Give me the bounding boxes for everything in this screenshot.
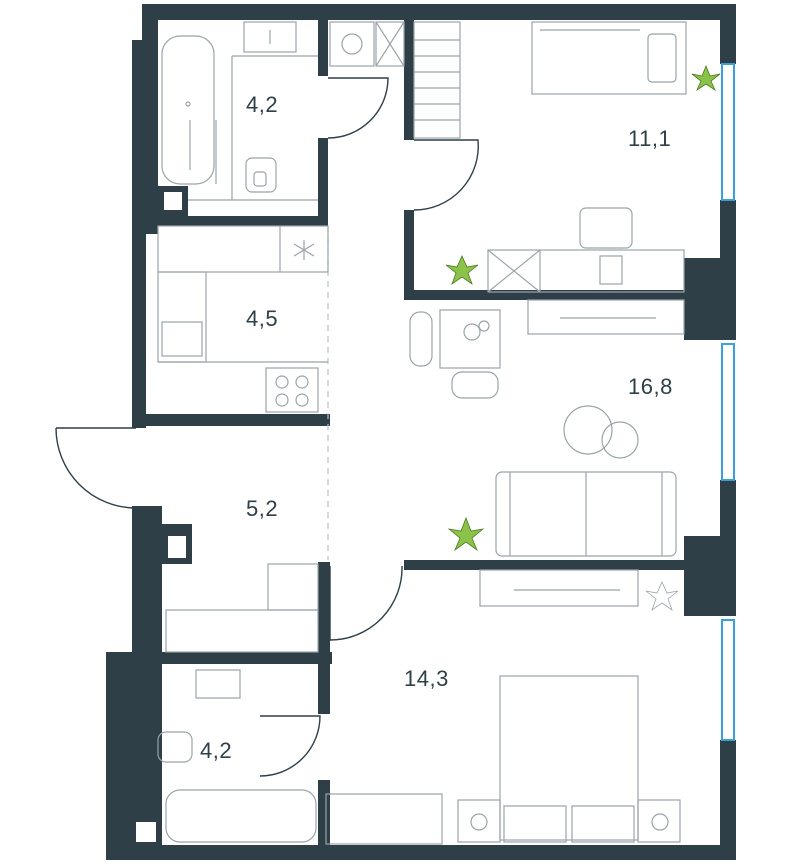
- plants: [445, 64, 721, 612]
- chair: [579, 207, 633, 249]
- window-bedroom-top: [721, 63, 735, 201]
- washing-machine: [329, 21, 375, 67]
- bathtub-bottom: [165, 789, 317, 843]
- dining-chair: [409, 311, 433, 367]
- area-labels: 4,2 4,5 11,1 16,8 5,2 14,3 4,2: [200, 92, 673, 763]
- tv-console: [527, 299, 685, 335]
- plant-icon: [445, 255, 479, 286]
- window-living: [721, 343, 735, 481]
- desk: [487, 249, 685, 293]
- toilet-bottom: [157, 731, 193, 763]
- room-area-bath-top: 4,2: [246, 92, 278, 117]
- interior-walls: [130, 20, 720, 850]
- bathtub: [161, 35, 215, 185]
- plant-icon: [447, 516, 485, 552]
- room-area-bedroom-bottom: 14,3: [404, 666, 449, 691]
- room-area-hall: 5,2: [246, 496, 278, 521]
- tv-console-bedroom: [479, 569, 639, 607]
- kitchen-sink: [161, 321, 203, 357]
- nightstand: [637, 799, 681, 843]
- doors: [55, 77, 479, 777]
- wardrobe-top: [413, 21, 461, 139]
- window-bedroom-bottom: [721, 619, 735, 741]
- dining-chair: [451, 371, 499, 399]
- snowflake-icon: [293, 240, 315, 260]
- room-area-bedroom-top: 11,1: [628, 126, 671, 151]
- cabinet: [375, 21, 405, 67]
- furniture: [157, 21, 687, 845]
- hall-wardrobe: [165, 609, 319, 653]
- plant-icon: [691, 64, 721, 92]
- windows: [721, 63, 735, 741]
- wardrobe-bottom: [325, 793, 443, 845]
- sink-bottom: [195, 669, 241, 699]
- dining-table: [439, 309, 501, 369]
- bed-top: [531, 21, 687, 95]
- coffee-table: [563, 405, 613, 455]
- room-area-bath-bottom: 4,2: [200, 738, 232, 763]
- bed-bottom: [499, 675, 639, 841]
- room-area-living: 16,8: [628, 374, 673, 399]
- nightstand: [457, 799, 501, 843]
- sink: [243, 21, 297, 53]
- stove: [265, 367, 319, 413]
- toilet: [245, 157, 277, 193]
- plant-icon: [645, 581, 679, 612]
- room-area-kitchen: 4,5: [246, 306, 278, 331]
